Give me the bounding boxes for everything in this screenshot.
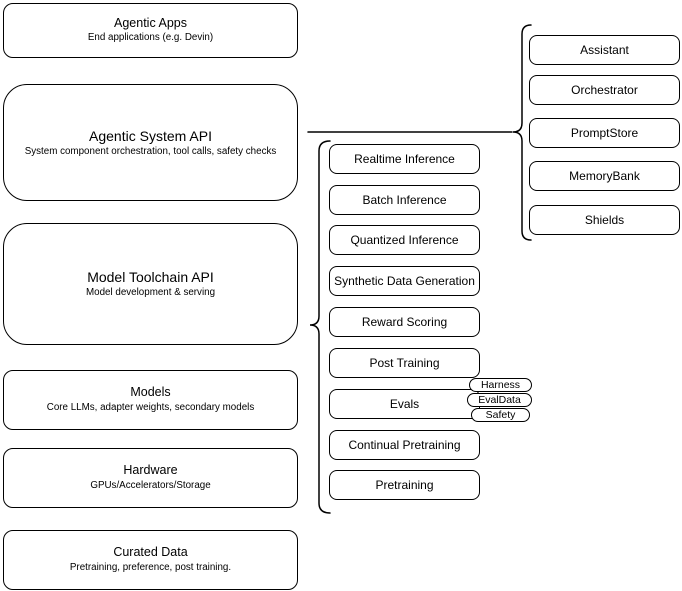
tag-label: Safety (485, 409, 516, 421)
node-subtitle: Model development & serving (85, 287, 216, 299)
node-label: MemoryBank (569, 169, 640, 183)
node-quantized-inference: Quantized Inference (329, 225, 480, 255)
node-title: Model Toolchain API (87, 269, 214, 286)
node-label: Continual Pretraining (348, 438, 461, 452)
node-label: Synthetic Data Generation (334, 274, 475, 288)
tag-harness: Harness (469, 378, 532, 392)
node-model-toolchain-api: Model Toolchain API Model development & … (3, 223, 298, 345)
node-label: Post Training (369, 356, 440, 370)
node-promptstore: PromptStore (529, 118, 680, 148)
node-synthetic-data-generation: Synthetic Data Generation (329, 266, 480, 296)
node-subtitle: GPUs/Accelerators/Storage (90, 479, 211, 491)
tag-evaldata: EvalData (467, 393, 532, 407)
node-label: Quantized Inference (350, 233, 459, 247)
node-post-training: Post Training (329, 348, 480, 378)
tag-safety: Safety (471, 408, 530, 422)
node-hardware: Hardware GPUs/Accelerators/Storage (3, 448, 298, 508)
node-shields: Shields (529, 205, 680, 235)
node-batch-inference: Batch Inference (329, 185, 480, 215)
node-subtitle: System component orchestration, tool cal… (24, 145, 277, 157)
node-subtitle: Core LLMs, adapter weights, secondary mo… (46, 401, 255, 413)
node-reward-scoring: Reward Scoring (329, 307, 480, 337)
toolchain-brace (309, 140, 331, 514)
node-label: Assistant (580, 43, 629, 57)
node-label: Orchestrator (571, 83, 638, 97)
node-title: Models (130, 385, 171, 400)
node-label: Pretraining (375, 478, 434, 492)
node-continual-pretraining: Continual Pretraining (329, 430, 480, 460)
node-label: Shields (584, 213, 625, 227)
node-label: Evals (389, 397, 420, 411)
node-subtitle: Pretraining, preference, post training. (69, 561, 232, 573)
node-label: PromptStore (570, 126, 639, 140)
node-realtime-inference: Realtime Inference (329, 144, 480, 174)
node-title: Agentic Apps (114, 15, 187, 30)
node-models: Models Core LLMs, adapter weights, secon… (3, 370, 298, 430)
node-title: Agentic System API (89, 127, 212, 144)
node-agentic-apps: Agentic Apps End applications (e.g. Devi… (3, 3, 298, 58)
tag-label: Harness (480, 379, 521, 391)
node-pretraining: Pretraining (329, 470, 480, 500)
tag-label: EvalData (478, 394, 521, 406)
node-label: Batch Inference (362, 193, 447, 207)
node-subtitle: End applications (e.g. Devin) (87, 32, 214, 44)
node-assistant: Assistant (529, 35, 680, 65)
node-title: Hardware (123, 463, 178, 478)
node-label: Realtime Inference (354, 152, 455, 166)
node-orchestrator: Orchestrator (529, 75, 680, 105)
node-evals: Evals (329, 389, 480, 419)
node-label: Reward Scoring (361, 315, 448, 329)
node-agentic-system-api: Agentic System API System component orch… (3, 84, 298, 201)
node-curated-data: Curated Data Pretraining, preference, po… (3, 530, 298, 590)
node-memorybank: MemoryBank (529, 161, 680, 191)
node-title: Curated Data (113, 545, 188, 560)
